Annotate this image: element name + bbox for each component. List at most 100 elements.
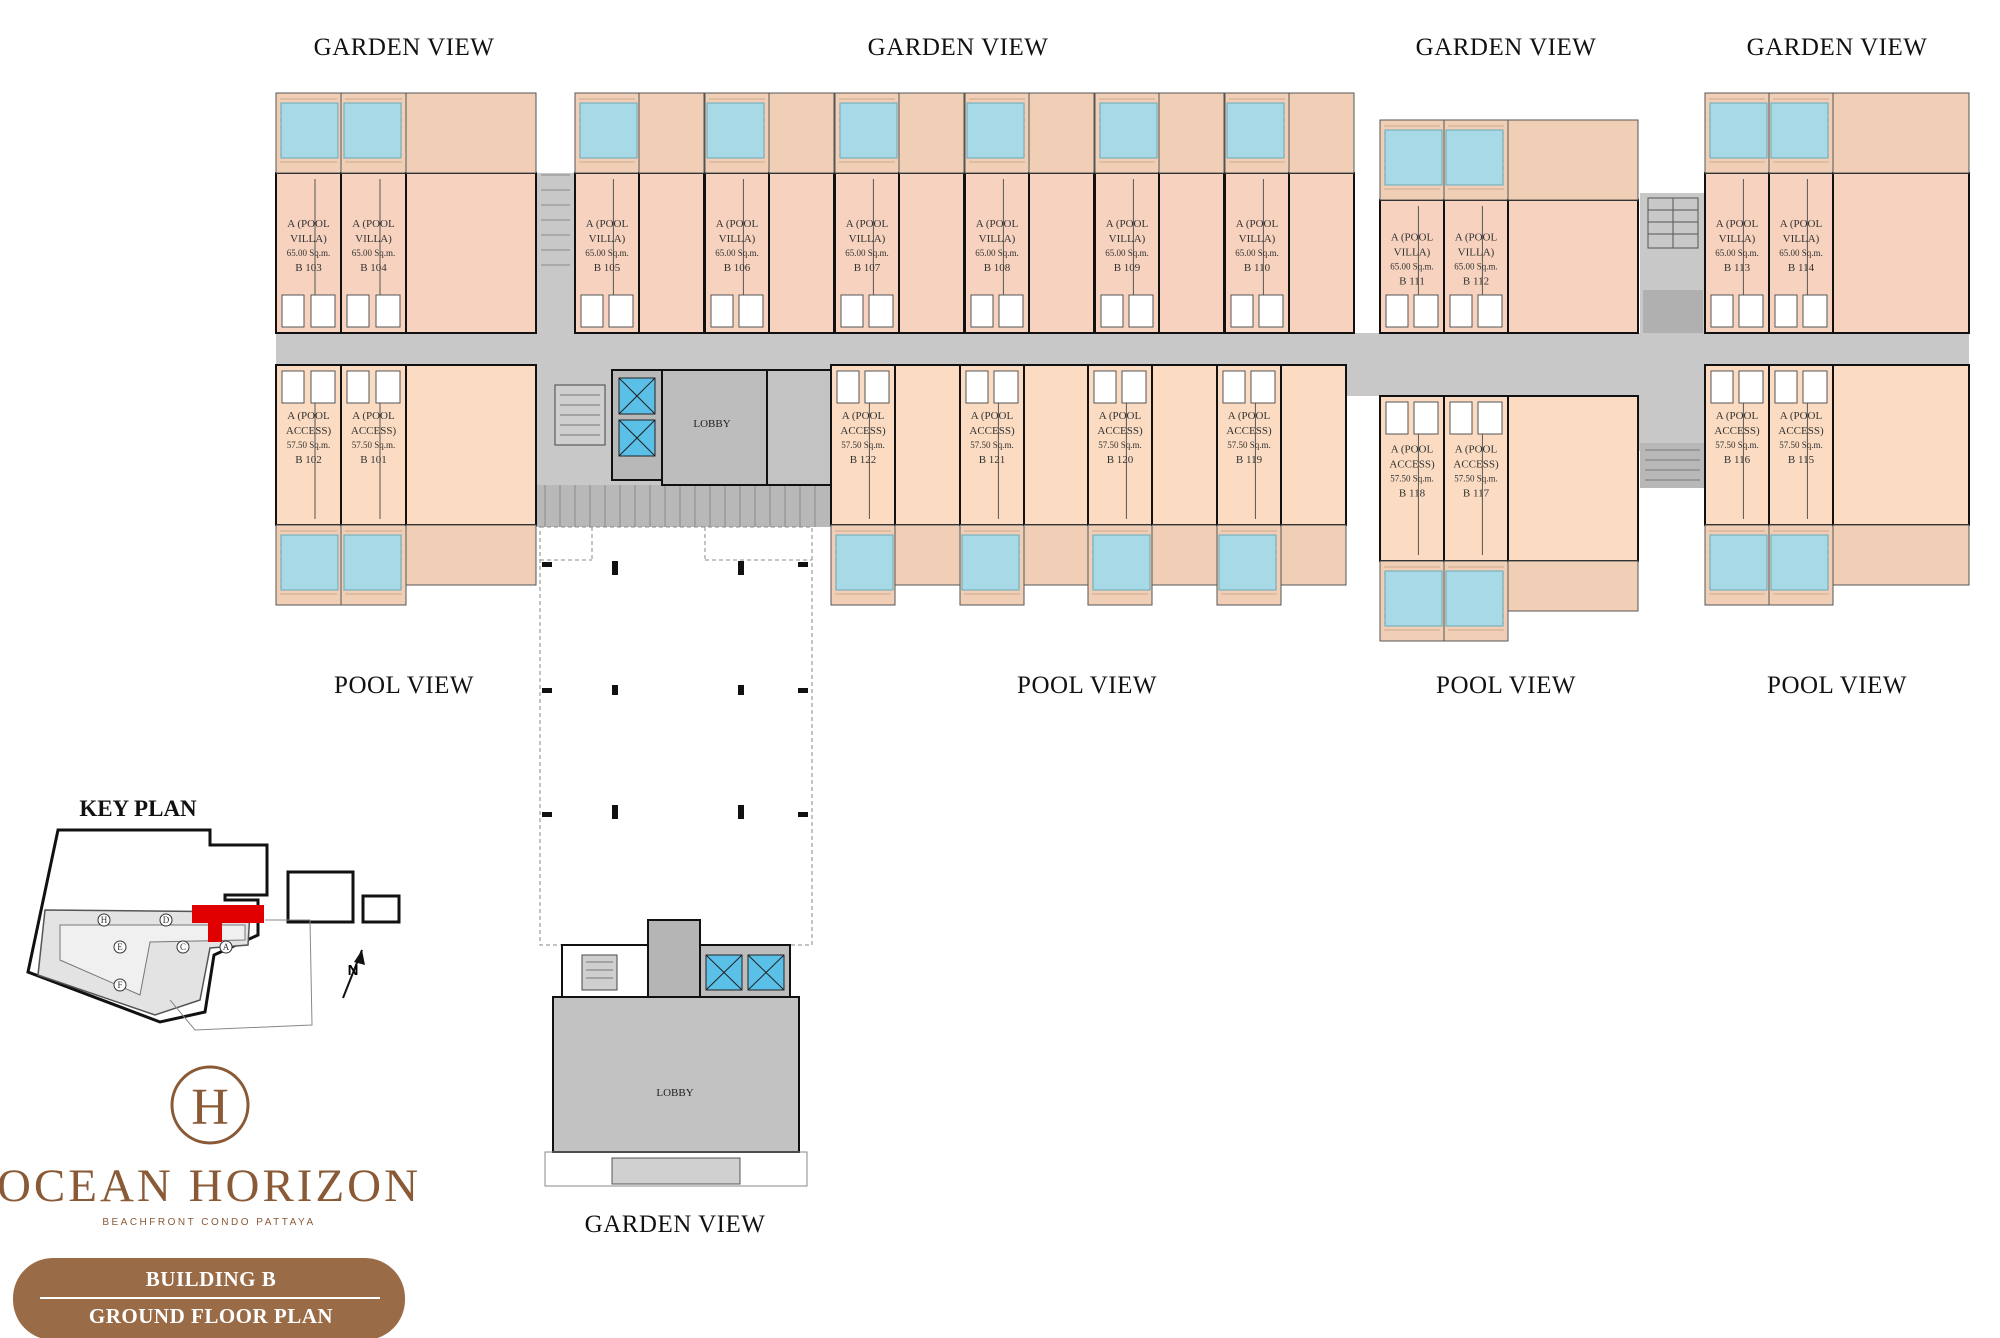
unit-type-line1: A (POOL [1716, 410, 1759, 422]
top-view-label-1: GARDEN VIEW [314, 34, 495, 61]
unit-code: B 108 [984, 262, 1011, 274]
key-marker-c: C [180, 942, 186, 952]
unit-area: 65.00 Sq.m. [1235, 248, 1279, 258]
unit-area: 65.00 Sq.m. [585, 248, 629, 258]
unit-type-line2: ACCESS) [286, 425, 332, 437]
unit-type-line2: VILLA) [589, 233, 626, 245]
unit-type-line2: ACCESS) [1714, 425, 1760, 437]
unit-type-line2: ACCESS) [1453, 459, 1499, 471]
unit-area: 65.00 Sq.m. [287, 248, 331, 258]
unit-area: 57.50 Sq.m. [1779, 440, 1823, 450]
colonnade [539, 526, 813, 946]
unit-type-line1: A (POOL [1780, 410, 1823, 422]
colonnade-columns [542, 561, 808, 819]
key-marker-h: H [101, 915, 108, 925]
unit-type-line1: A (POOL [1716, 218, 1759, 230]
unit-code: B 112 [1463, 276, 1489, 288]
unit-type-line1: A (POOL [352, 410, 395, 422]
key-marker-f: F [117, 980, 122, 990]
key-marker-a: A [223, 942, 230, 952]
unit-code: B 121 [979, 454, 1006, 466]
unit-b120: A (POOL ACCESS) 57.50 Sq.m. B 120 [1087, 364, 1153, 606]
unit-type-line2: VILLA) [979, 233, 1016, 245]
main-lobby-core: LOBBY [554, 369, 832, 486]
unit-area: 57.50 Sq.m. [841, 440, 885, 450]
unit-code: B 106 [724, 262, 751, 274]
key-marker-e: E [117, 942, 123, 952]
unit-area: 65.00 Sq.m. [975, 248, 1019, 258]
brand-tagline: BEACHFRONT CONDO PATTAYA [102, 1217, 315, 1228]
brand-name: OCEAN HORIZON [0, 1160, 421, 1212]
unit-type-line2: ACCESS) [1389, 459, 1435, 471]
unit-b105: A (POOL VILLA) 65.00 Sq.m. B 105 [574, 92, 640, 334]
unit-type-line1: A (POOL [586, 218, 629, 230]
unit-code: B 105 [594, 262, 621, 274]
unit-b114: A (POOL VILLA) 65.00 Sq.m. B 114 [1768, 92, 1834, 334]
unit-code: B 110 [1244, 262, 1271, 274]
unit-code: B 119 [1236, 454, 1263, 466]
unit-type-line1: A (POOL [976, 218, 1019, 230]
lower-lobby: LOBBY [544, 919, 808, 1187]
unit-area: 57.50 Sq.m. [1390, 474, 1434, 484]
unit-type-line1: A (POOL [1780, 218, 1823, 230]
unit-type-line2: ACCESS) [1778, 425, 1824, 437]
unit-area: 65.00 Sq.m. [845, 248, 889, 258]
unit-area: 65.00 Sq.m. [1779, 248, 1823, 258]
unit-area: 57.50 Sq.m. [1715, 440, 1759, 450]
unit-b108: A (POOL VILLA) 65.00 Sq.m. B 108 [964, 92, 1030, 334]
unit-area: 57.50 Sq.m. [1227, 440, 1271, 450]
unit-type-line1: A (POOL [1455, 444, 1498, 456]
unit-area: 65.00 Sq.m. [1454, 262, 1498, 272]
unit-code: B 111 [1399, 276, 1425, 288]
lobby-label-upper: LOBBY [693, 418, 730, 430]
unit-type-line2: ACCESS) [840, 425, 886, 437]
unit-type-line2: ACCESS) [1226, 425, 1272, 437]
badge-line-2: GROUND FLOOR PLAN [89, 1304, 333, 1328]
unit-type-line2: VILLA) [1394, 247, 1431, 259]
unit-type-line1: A (POOL [1455, 232, 1498, 244]
bottom-view-label-2: POOL VIEW [1017, 672, 1157, 699]
unit-area: 57.50 Sq.m. [352, 440, 396, 450]
unit-type-line1: A (POOL [1106, 218, 1149, 230]
unit-type-line1: A (POOL [1236, 218, 1279, 230]
brand-logo: H OCEAN HORIZON BEACHFRONT CONDO PATTAYA [0, 1065, 421, 1228]
unit-area: 65.00 Sq.m. [1390, 262, 1434, 272]
unit-type-line2: VILLA) [1783, 233, 1820, 245]
unit-code: B 114 [1788, 262, 1815, 274]
north-arrow-icon: N [342, 949, 365, 999]
unit-area: 65.00 Sq.m. [1105, 248, 1149, 258]
unit-type-line1: A (POOL [1228, 410, 1271, 422]
key-marker-d: D [163, 915, 170, 925]
unit-type-line2: VILLA) [1458, 247, 1495, 259]
unit-type-line2: VILLA) [1719, 233, 1756, 245]
unit-type-line1: A (POOL [1099, 410, 1142, 422]
unit-code: B 120 [1107, 454, 1134, 466]
unit-code: B 113 [1724, 262, 1751, 274]
unit-type-line2: ACCESS) [1097, 425, 1143, 437]
key-plan-title: KEY PLAN [79, 796, 197, 821]
unit-type-line2: VILLA) [290, 233, 327, 245]
unit-area: 57.50 Sq.m. [1098, 440, 1142, 450]
bottom-view-label-1: POOL VIEW [334, 672, 474, 699]
unit-type-line2: VILLA) [849, 233, 886, 245]
unit-type-line1: A (POOL [1391, 444, 1434, 456]
unit-type-line1: A (POOL [1391, 232, 1434, 244]
unit-type-line1: A (POOL [287, 218, 330, 230]
unit-code: B 109 [1114, 262, 1141, 274]
unit-type-line1: A (POOL [287, 410, 330, 422]
unit-type-line2: ACCESS) [969, 425, 1015, 437]
lobby-label-lower: LOBBY [656, 1087, 693, 1099]
unit-code: B 104 [360, 262, 387, 274]
